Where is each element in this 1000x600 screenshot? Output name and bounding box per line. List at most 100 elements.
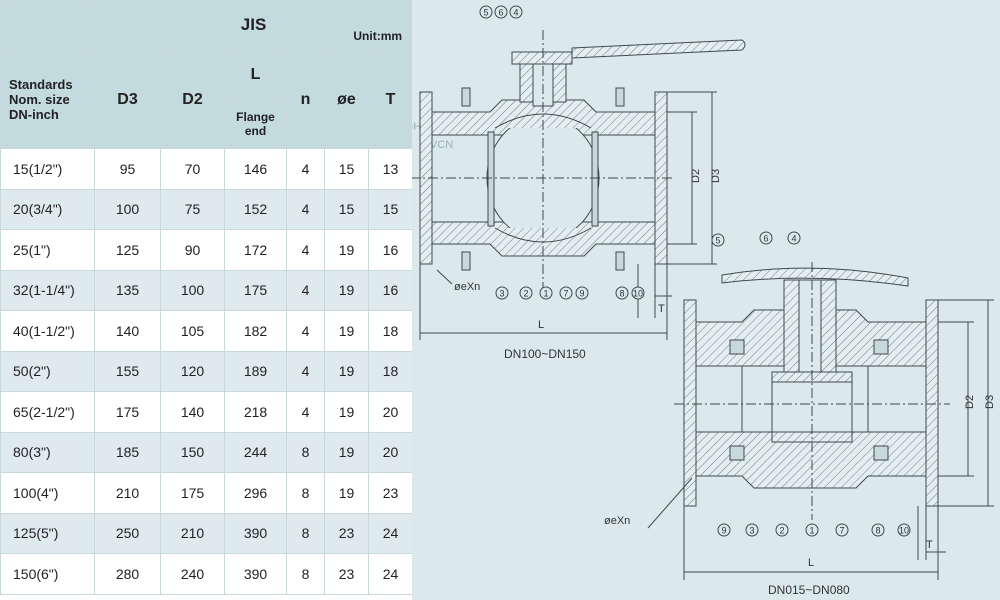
- unit-label: Unit:mm: [353, 29, 403, 43]
- std-line-3: DN-inch: [9, 107, 59, 122]
- d2-cell: 105: [160, 310, 225, 352]
- d2-header: D2: [160, 50, 225, 149]
- dn-size-cell: 50(2"): [0, 350, 95, 392]
- bottom-callout-circle: [897, 523, 911, 537]
- oe-cell: 19: [324, 350, 369, 392]
- bottom-d3-label: D3: [984, 395, 996, 409]
- valve-drawing-small: [647, 262, 994, 580]
- bottom-callout-number: 10: [899, 526, 909, 536]
- top-d3-label: D3: [710, 169, 722, 183]
- top-callout-circle: [539, 286, 553, 300]
- bottom-callout-number: 5: [715, 236, 720, 246]
- n-cell: 4: [286, 350, 325, 392]
- top-callout-circle: [559, 286, 573, 300]
- t-cell: 16: [367, 269, 414, 311]
- top-callout-circle: [479, 5, 493, 19]
- oe-cell: 19: [324, 391, 369, 433]
- l-cell: 152: [224, 188, 287, 230]
- n-cell: 4: [286, 188, 325, 230]
- header-blank: [0, 0, 95, 51]
- d3-cell: 185: [94, 431, 161, 473]
- dimension-table: JIS Unit:mm Standards Nom. size DN-inch …: [0, 0, 414, 595]
- d3-cell: 100: [94, 188, 161, 230]
- d2-cell: 100: [160, 269, 225, 311]
- top-caption: DN100~DN150: [504, 347, 586, 361]
- l-cell: 390: [224, 512, 287, 554]
- d2-cell: 140: [160, 391, 225, 433]
- bottom-callout-number: 6: [763, 234, 768, 244]
- d3-cell: 155: [94, 350, 161, 392]
- bottom-callout-circle: [775, 523, 789, 537]
- t-cell: 24: [367, 512, 414, 554]
- dn-size-cell: 25(1"): [0, 229, 95, 271]
- bottom-callout-circle: [711, 233, 725, 247]
- oe-cell: 19: [324, 431, 369, 473]
- n-header: n: [286, 50, 325, 149]
- oe-header: øe: [324, 50, 369, 149]
- oe-cell: 15: [324, 148, 369, 190]
- n-cell: 8: [286, 553, 325, 595]
- top-callout-circle: [615, 286, 629, 300]
- d3-cell: 125: [94, 229, 161, 271]
- bottom-callout-circle: [871, 523, 885, 537]
- d2-cell: 120: [160, 350, 225, 392]
- top-callout-number: 6: [498, 8, 503, 18]
- standard-header: JIS Unit:mm: [93, 0, 414, 51]
- d3-cell: 250: [94, 512, 161, 554]
- dn-size-cell: 15(1/2"): [0, 148, 95, 190]
- bottom-callout-circle: [787, 231, 801, 245]
- dn-size-cell: 150(6"): [0, 553, 95, 595]
- dn-size-cell: 65(2-1/2"): [0, 391, 95, 433]
- l-cell: 146: [224, 148, 287, 190]
- d2-cell: 210: [160, 512, 225, 554]
- oe-cell: 23: [324, 553, 369, 595]
- l-cell: 390: [224, 553, 287, 595]
- bottom-callout-number: 7: [839, 526, 844, 536]
- flange-end-header: Flange end: [224, 98, 287, 149]
- bottom-callout-circle: [805, 523, 819, 537]
- l-cell: 175: [224, 269, 287, 311]
- oe-cell: 19: [324, 472, 369, 514]
- top-callout-number: 7: [563, 289, 568, 299]
- valve-drawing-large: [412, 30, 746, 340]
- std-line-1: Standards: [9, 77, 73, 92]
- top-callout-number: 10: [633, 289, 643, 299]
- d3-cell: 175: [94, 391, 161, 433]
- top-callout-number: 1: [543, 289, 548, 299]
- top-callout-number: 9: [579, 289, 584, 299]
- d3-header: D3: [94, 50, 161, 149]
- standards-column-header: Standards Nom. size DN-inch: [0, 50, 95, 149]
- t-cell: 20: [367, 391, 414, 433]
- d2-cell: 150: [160, 431, 225, 473]
- top-callout-circle: [631, 286, 645, 300]
- oe-cell: 19: [324, 269, 369, 311]
- bottom-callout-circle: [717, 523, 731, 537]
- top-l-label: L: [538, 319, 544, 331]
- top-callout-number: 5: [483, 8, 488, 18]
- dn-size-cell: 125(5"): [0, 512, 95, 554]
- d3-cell: 135: [94, 269, 161, 311]
- n-cell: 4: [286, 391, 325, 433]
- d2-cell: 75: [160, 188, 225, 230]
- flange-line-1: Flange: [236, 109, 275, 124]
- d2-cell: 70: [160, 148, 225, 190]
- top-bolt-label: øeXn: [454, 281, 480, 293]
- bottom-callout-circle: [745, 523, 759, 537]
- l-cell: 296: [224, 472, 287, 514]
- bottom-callout-number: 9: [721, 526, 726, 536]
- t-cell: 13: [367, 148, 414, 190]
- bottom-callout-number: 8: [875, 526, 880, 536]
- bottom-l-label: L: [808, 557, 814, 569]
- t-header: T: [367, 50, 414, 149]
- dn-size-cell: 80(3"): [0, 431, 95, 473]
- dn-size-cell: 100(4"): [0, 472, 95, 514]
